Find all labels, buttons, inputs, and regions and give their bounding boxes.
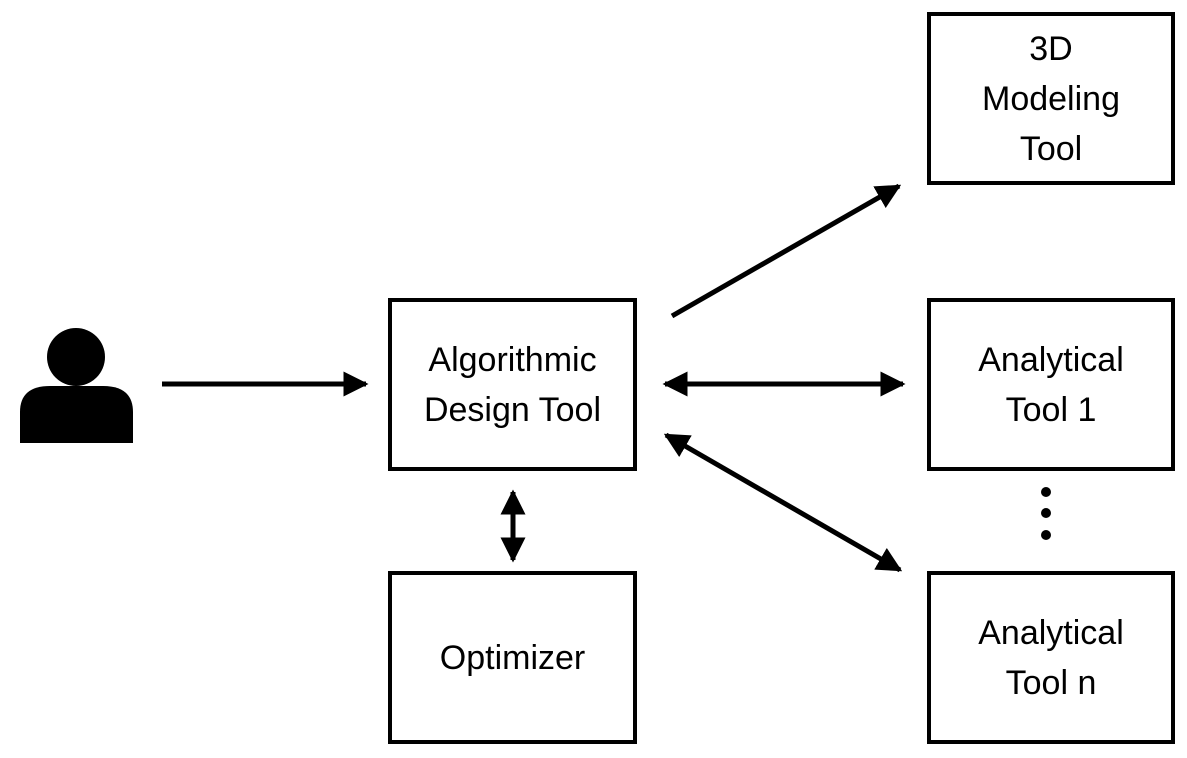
node-optimizer: Optimizer <box>388 571 637 744</box>
node-label-line: Modeling <box>982 79 1120 118</box>
vertical-ellipsis-icon <box>1041 487 1051 540</box>
node-label-line: Analytical <box>978 340 1124 379</box>
node-label-line: Tool <box>1019 129 1083 168</box>
node-label-line: Design Tool <box>423 390 602 429</box>
node-algorithmic-design-tool: Algorithmic Design Tool <box>388 298 637 471</box>
node-label-line: Tool 1 <box>1005 390 1097 429</box>
node-label-line: Algorithmic <box>428 340 597 379</box>
node-label-line: 3D <box>1029 29 1073 68</box>
node-3d-modeling-tool: 3D Modeling Tool <box>927 12 1175 185</box>
node-label-line: Optimizer <box>439 638 586 677</box>
user-icon <box>20 328 133 443</box>
node-label-line: Analytical <box>978 613 1124 652</box>
node-analytical-tool-1: Analytical Tool 1 <box>927 298 1175 471</box>
node-label-line: Tool n <box>1005 663 1097 702</box>
node-analytical-tool-n: Analytical Tool n <box>927 571 1175 744</box>
arrow-design-tool-to-modeling-tool <box>670 183 902 319</box>
arrow-design-tool-analytical-tool-n <box>663 432 903 573</box>
